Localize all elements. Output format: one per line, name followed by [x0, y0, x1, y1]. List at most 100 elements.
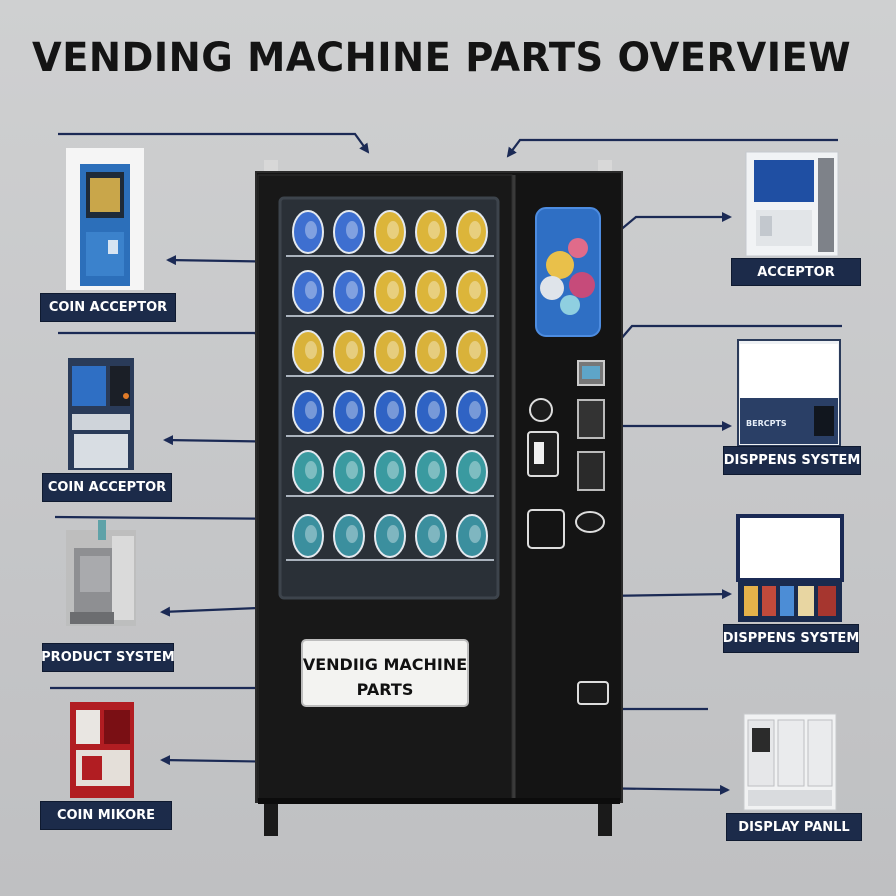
coin-return [527, 509, 565, 549]
product-highlight [346, 221, 358, 239]
product-coil [415, 390, 447, 434]
product-highlight [428, 461, 440, 479]
product-coil [292, 330, 324, 374]
arrow-top-right [506, 138, 838, 158]
thumb-dispense-system-1: BERCPTS [737, 339, 841, 447]
product-highlight [387, 341, 399, 359]
keypad [577, 399, 605, 439]
machine-name-line-1: VENDIIG MACHINE [303, 655, 467, 674]
product-highlight [346, 341, 358, 359]
product-highlight [387, 461, 399, 479]
product-coil [333, 514, 365, 558]
coin-slot [529, 398, 553, 422]
arrow-left-1b [58, 331, 263, 343]
product-coil [292, 270, 324, 314]
product-coil [456, 270, 488, 314]
machine-leg-left [264, 802, 278, 836]
product-highlight [428, 341, 440, 359]
change-cup [577, 681, 609, 705]
product-highlight [305, 461, 317, 479]
thumb-display-panel [743, 713, 837, 811]
product-highlight [387, 221, 399, 239]
product-coil [333, 390, 365, 434]
product-coil [333, 450, 365, 494]
product-coil [292, 210, 324, 254]
thumb-coin-mikore [70, 702, 134, 798]
machine-name-panel [301, 639, 469, 707]
product-highlight [428, 221, 440, 239]
product-highlight [469, 281, 481, 299]
product-highlight [428, 525, 440, 543]
product-coil [292, 390, 324, 434]
thumb-product-system [66, 520, 136, 626]
vending-machine: VENDIIG MACHINE PARTS [255, 160, 623, 836]
product-highlight [346, 281, 358, 299]
arrow-right-2 [619, 324, 842, 341]
product-coil [333, 270, 365, 314]
product-highlight [305, 341, 317, 359]
label-product-system: PRODUCT SYSTEM [41, 643, 175, 672]
product-highlight [469, 401, 481, 419]
product-highlight [305, 525, 317, 543]
label-acceptor: ACCEPTOR [731, 258, 861, 286]
product-coil [456, 330, 488, 374]
thumb-dispense-system-2 [736, 514, 844, 622]
product-highlight [346, 401, 358, 419]
product-coil [456, 210, 488, 254]
product-coil [292, 450, 324, 494]
product-coil [415, 450, 447, 494]
product-coil [333, 330, 365, 374]
arrow-top-left [58, 132, 370, 154]
product-coil [415, 330, 447, 374]
arrow-right-4 [601, 589, 732, 600]
thumb-coin-acceptor-2 [68, 358, 134, 470]
product-highlight [469, 461, 481, 479]
label-dispense-system-2: DISPPENS SYSTEM [723, 624, 859, 653]
product-highlight [469, 221, 481, 239]
product-highlight [346, 525, 358, 543]
product-coil [292, 514, 324, 558]
label-dispense-system-1: DISPPENS SYSTEM [723, 446, 861, 475]
product-highlight [305, 221, 317, 239]
product-coil [374, 210, 406, 254]
thumb-acceptor [745, 151, 839, 257]
product-coil [374, 450, 406, 494]
product-highlight [305, 281, 317, 299]
product-rows [286, 210, 494, 561]
mini-panel-text: BERCPTS [746, 419, 787, 428]
label-coin-acceptor-1: COIN ACCEPTOR [40, 293, 176, 322]
page-title: VENDING MACHINE PARTS OVERVIEW [32, 35, 852, 81]
product-highlight [387, 525, 399, 543]
arrow-left-3b [50, 686, 269, 704]
selection-buttons [577, 451, 605, 491]
product-highlight [469, 341, 481, 359]
arrow-right-1 [617, 212, 732, 233]
product-coil [415, 514, 447, 558]
thumb-coin-acceptor-1 [66, 148, 144, 290]
product-coil [456, 514, 488, 558]
product-highlight [387, 281, 399, 299]
product-coil [374, 514, 406, 558]
machine-name-line-2: PARTS [357, 680, 414, 699]
product-highlight [428, 401, 440, 419]
label-coin-acceptor-2: COIN ACCEPTOR [42, 473, 172, 502]
product-highlight [305, 401, 317, 419]
machine-leg-right [598, 802, 612, 836]
product-coil [374, 270, 406, 314]
product-coil [415, 210, 447, 254]
label-coin-mikore: COIN MIKORE [40, 801, 172, 830]
product-highlight [428, 281, 440, 299]
product-coil [374, 330, 406, 374]
product-coil [456, 450, 488, 494]
coin-button [575, 511, 605, 533]
product-highlight [469, 525, 481, 543]
product-coil [333, 210, 365, 254]
product-highlight [346, 461, 358, 479]
label-display-panel: DISPLAY PANLL [726, 813, 862, 841]
product-coil [415, 270, 447, 314]
product-coil [456, 390, 488, 434]
product-coil [374, 390, 406, 434]
product-highlight [387, 401, 399, 419]
